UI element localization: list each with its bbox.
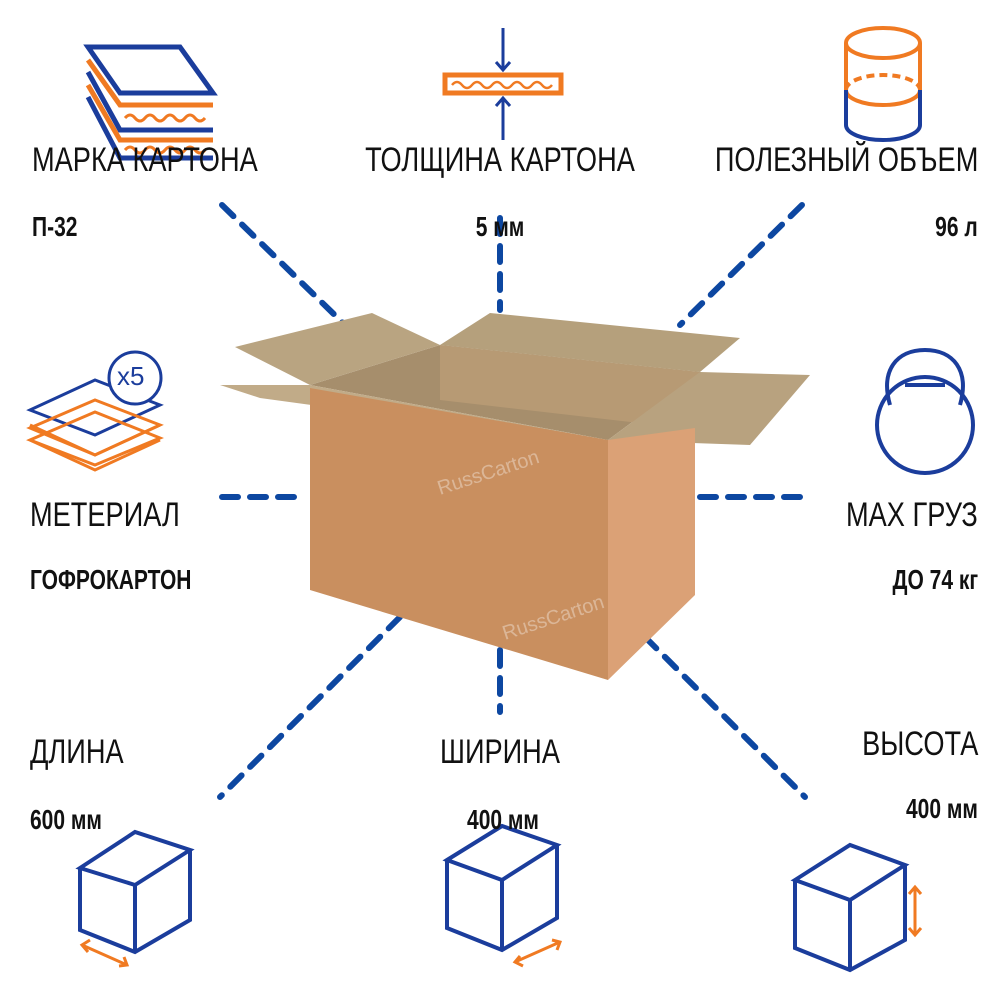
cylinder-volume-icon <box>844 26 922 142</box>
cube-length-icon <box>75 829 195 968</box>
thickness-label: ТОЛЩИНА КАРТОНА <box>365 141 635 179</box>
material-count-badge: x5 <box>117 361 145 391</box>
thickness-value: 5 мм <box>475 211 525 242</box>
connector-lines <box>217 202 813 800</box>
length-value: 600 мм <box>30 804 102 835</box>
grade-value: П-32 <box>32 211 78 242</box>
max-load-label: MAX ГРУЗ <box>846 496 978 534</box>
max-load-value: ДО 74 кг <box>892 564 978 595</box>
sheets-stack-icon <box>26 350 164 472</box>
count-badge <box>107 350 163 406</box>
kettlebell-icon <box>875 347 975 475</box>
cube-height-icon <box>790 842 923 973</box>
width-value: 400 мм <box>467 804 539 835</box>
material-value: ГОФРОКАРТОН <box>30 564 192 595</box>
cube-width-icon <box>442 823 562 968</box>
cardboard-layers-icon <box>83 44 218 161</box>
height-label: ВЫСОТА <box>861 725 978 763</box>
volume-value: 96 л <box>935 211 978 242</box>
volume-label: ПОЛЕЗНЫЙ ОБЪЕМ <box>714 141 978 179</box>
width-label: ШИРИНА <box>440 733 560 771</box>
material-label: МЕТЕРИАЛ <box>30 496 180 534</box>
length-label: ДЛИНА <box>30 733 124 771</box>
cardboard-box-image: RussCarton RussCarton <box>220 313 810 680</box>
grade-label: МАРКА КАРТОНА <box>32 141 258 179</box>
thickness-icon <box>442 28 564 140</box>
height-value: 400 мм <box>906 793 978 824</box>
